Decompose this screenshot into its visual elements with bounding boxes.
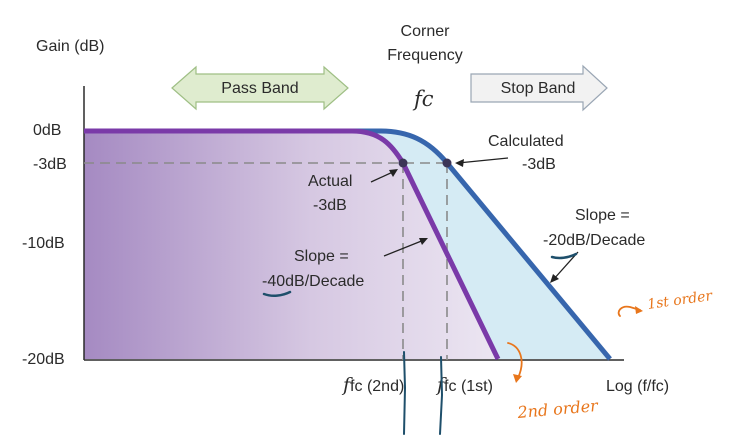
actual-arrowhead	[389, 169, 398, 177]
y-tick-0db: 0dB	[33, 122, 61, 139]
slope-40-arrowhead	[419, 238, 428, 245]
second-order-handwritten: 2nd order	[516, 396, 600, 422]
y-tick-minus3db: -3dB	[33, 156, 67, 173]
fc-2nd-label: ffc (2nd)	[341, 374, 404, 396]
corner-label-line2: Frequency	[387, 47, 463, 64]
fc-1st-handwritten-tick	[439, 356, 444, 435]
fc-2nd-label-text: fc (2nd)	[350, 378, 404, 395]
y-tick-minus20db: -20dB	[22, 351, 65, 368]
underline-minus20	[550, 252, 578, 260]
underline-minus40	[262, 290, 292, 297]
stop-band-label: Stop Band	[501, 80, 576, 97]
fc-2nd-handwritten-tick	[403, 351, 407, 435]
x-axis-label: Log (f/fc)	[606, 378, 669, 395]
slope-40-line2: -40dB/Decade	[262, 273, 364, 290]
second-order-fill	[84, 131, 498, 359]
slope-20-pointer-arrow	[552, 251, 579, 281]
fc-1st-label-text: fc (1st)	[444, 378, 493, 395]
pass-band-label: Pass Band	[221, 80, 298, 97]
first-order-annotation-arrow	[617, 305, 641, 317]
calculated-arrowhead	[455, 159, 464, 167]
fc-symbol: fc	[412, 87, 434, 111]
slope-20-line1: Slope =	[575, 207, 630, 224]
slope-40-line1: Slope =	[294, 248, 349, 265]
slope-20-line2: -20dB/Decade	[543, 232, 645, 249]
first-order-handwritten: 1st order	[646, 288, 714, 313]
first-order-annotation-arrowhead	[635, 306, 643, 314]
actual-3db-point	[398, 158, 408, 168]
fc-1st-label: ffc (1st)	[435, 374, 493, 396]
actual-label-line1: Actual	[308, 173, 352, 190]
second-order-annotation-arrowhead	[513, 374, 522, 383]
corner-label-line1: Corner	[401, 23, 451, 40]
stop-band-arrow	[470, 64, 608, 112]
pass-band-arrow	[171, 65, 349, 111]
calculated-3db-point	[442, 158, 452, 168]
y-axis-label: Gain (dB)	[36, 38, 104, 55]
actual-label-line2: -3dB	[313, 197, 347, 214]
calculated-pointer-arrow	[457, 157, 509, 164]
slope-40-pointer-arrow	[383, 239, 425, 257]
second-order-annotation-arrow	[507, 342, 523, 379]
y-tick-minus10db: -10dB	[22, 235, 65, 252]
slope-20-arrowhead	[550, 274, 559, 283]
calculated-label-line1: Calculated	[488, 133, 564, 150]
calculated-label-line2: -3dB	[522, 156, 556, 173]
